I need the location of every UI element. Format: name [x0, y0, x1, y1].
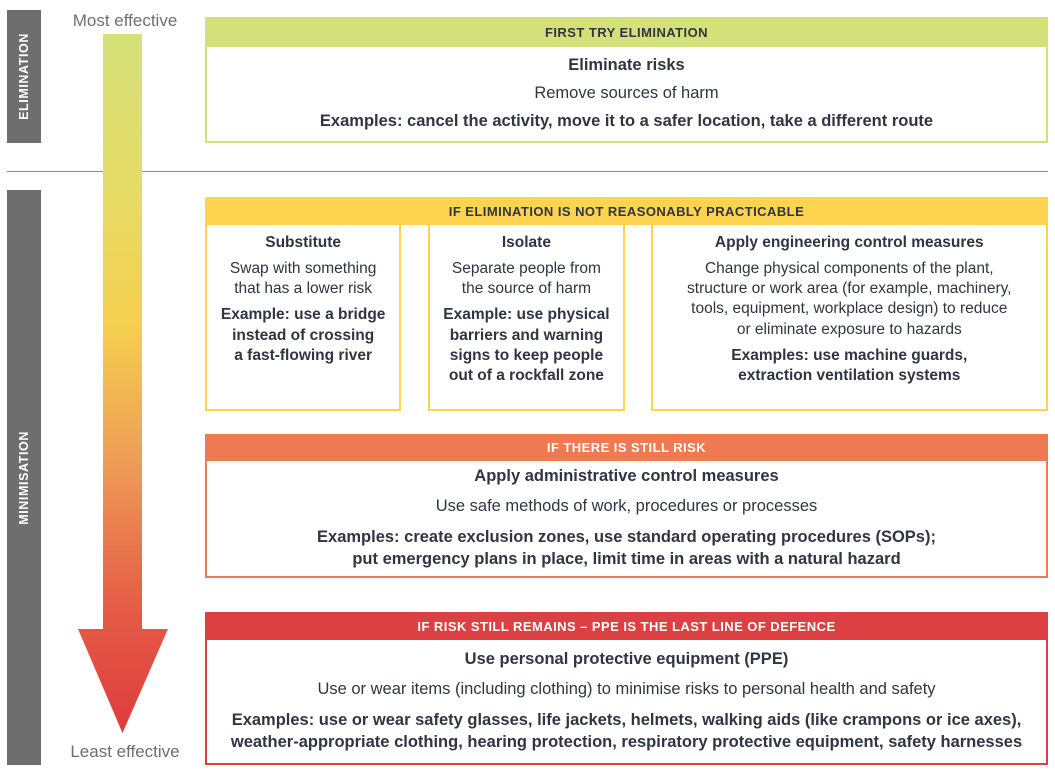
elimination-examples: Examples: cancel the activity, move it t… [319, 112, 934, 131]
isolate-description: Separate people from the source of harm [452, 259, 601, 299]
minimisation-subbox-row: Substitute Swap with something that has … [205, 225, 1048, 411]
category-bar-minimisation: MINIMISATION [7, 190, 41, 765]
block-header-ppe: IF RISK STILL REMAINS – PPE IS THE LAST … [205, 612, 1048, 640]
administrative-title: Apply administrative control measures [474, 466, 779, 485]
block-ppe: IF RISK STILL REMAINS – PPE IS THE LAST … [205, 612, 1048, 765]
engineering-example: Examples: use machine guards, extraction… [731, 346, 967, 386]
block-minimisation-primary: IF ELIMINATION IS NOT REASONABLY PRACTIC… [205, 197, 1048, 225]
scale-label-most-effective: Most effective [72, 11, 178, 30]
isolate-description-line: Separate people from [451, 260, 601, 278]
substitute-description-line: Swap with something [229, 260, 377, 278]
block-body-administrative: Apply administrative control measures Us… [205, 461, 1048, 578]
block-elimination: FIRST TRY ELIMINATION Eliminate risks Re… [205, 17, 1048, 143]
isolate-example-line: Example: use physical [443, 306, 610, 324]
effectiveness-gradient-arrow-icon [78, 34, 168, 733]
isolate-example-line: barriers and warning [449, 326, 604, 344]
substitute-example: Example: use a bridge instead of crossin… [221, 305, 386, 365]
ppe-examples: Examples: use or wear safety glasses, li… [231, 709, 1022, 754]
engineering-example-line: extraction ventilation systems [738, 366, 961, 384]
subbox-substitute: Substitute Swap with something that has … [205, 225, 402, 411]
ppe-example-line: Examples: use or wear safety glasses, li… [231, 710, 1022, 729]
engineering-example-line: Examples: use machine guards, [731, 346, 968, 364]
engineering-description-line: Change physical components of the plant, [704, 260, 994, 278]
block-header-administrative: IF THERE IS STILL RISK [205, 434, 1048, 461]
block-header-elimination: FIRST TRY ELIMINATION [205, 17, 1048, 47]
ppe-description: Use or wear items (including clothing) t… [317, 680, 936, 699]
isolate-title: Isolate [501, 234, 551, 251]
engineering-description-line: tools, equipment, workplace design) to r… [691, 300, 1008, 318]
administrative-description: Use safe methods of work, procedures or … [435, 497, 818, 516]
administrative-example-line: put emergency plans in place, limit time… [352, 549, 901, 568]
subbox-engineering-controls: Apply engineering control measures Chang… [650, 225, 1048, 411]
elimination-title: Eliminate risks [568, 55, 685, 74]
elimination-description: Remove sources of harm [534, 83, 719, 102]
block-administrative: IF THERE IS STILL RISK Apply administrat… [205, 434, 1048, 578]
engineering-title: Apply engineering control measures [714, 234, 984, 251]
substitute-example-line: Example: use a bridge [220, 306, 386, 324]
isolate-example-line: out of a rockfall zone [448, 366, 604, 384]
block-body-ppe: Use personal protective equipment (PPE) … [205, 640, 1048, 765]
isolate-example-line: signs to keep people [449, 346, 604, 364]
block-body-elimination: Eliminate risks Remove sources of harm E… [205, 47, 1048, 143]
block-header-minimisation-primary: IF ELIMINATION IS NOT REASONABLY PRACTIC… [205, 197, 1048, 225]
engineering-description: Change physical components of the plant,… [687, 259, 1011, 340]
category-label-minimisation: MINIMISATION [17, 430, 31, 525]
scale-label-least-effective: Least effective [70, 742, 180, 761]
ppe-title: Use personal protective equipment (PPE) [464, 649, 789, 668]
substitute-example-line: instead of crossing [232, 326, 375, 344]
administrative-example-line: Examples: create exclusion zones, use st… [317, 527, 936, 546]
category-label-elimination: ELIMINATION [17, 33, 31, 120]
administrative-examples: Examples: create exclusion zones, use st… [317, 526, 936, 571]
section-divider [7, 171, 1048, 172]
isolate-example: Example: use physical barriers and warni… [443, 305, 609, 386]
substitute-example-line: a fast-flowing river [234, 346, 373, 364]
engineering-description-line: or eliminate exposure to hazards [736, 320, 962, 338]
category-bar-elimination: ELIMINATION [7, 10, 41, 143]
engineering-description-line: structure or work area (for example, mac… [687, 280, 1012, 298]
substitute-description-line: that has a lower risk [234, 280, 373, 298]
substitute-title: Substitute [265, 234, 342, 251]
ppe-example-line: weather-appropriate clothing, hearing pr… [230, 732, 1023, 751]
isolate-description-line: the source of harm [461, 280, 592, 298]
substitute-description: Swap with something that has a lower ris… [230, 259, 376, 299]
subbox-isolate: Isolate Separate people from the source … [428, 225, 625, 411]
